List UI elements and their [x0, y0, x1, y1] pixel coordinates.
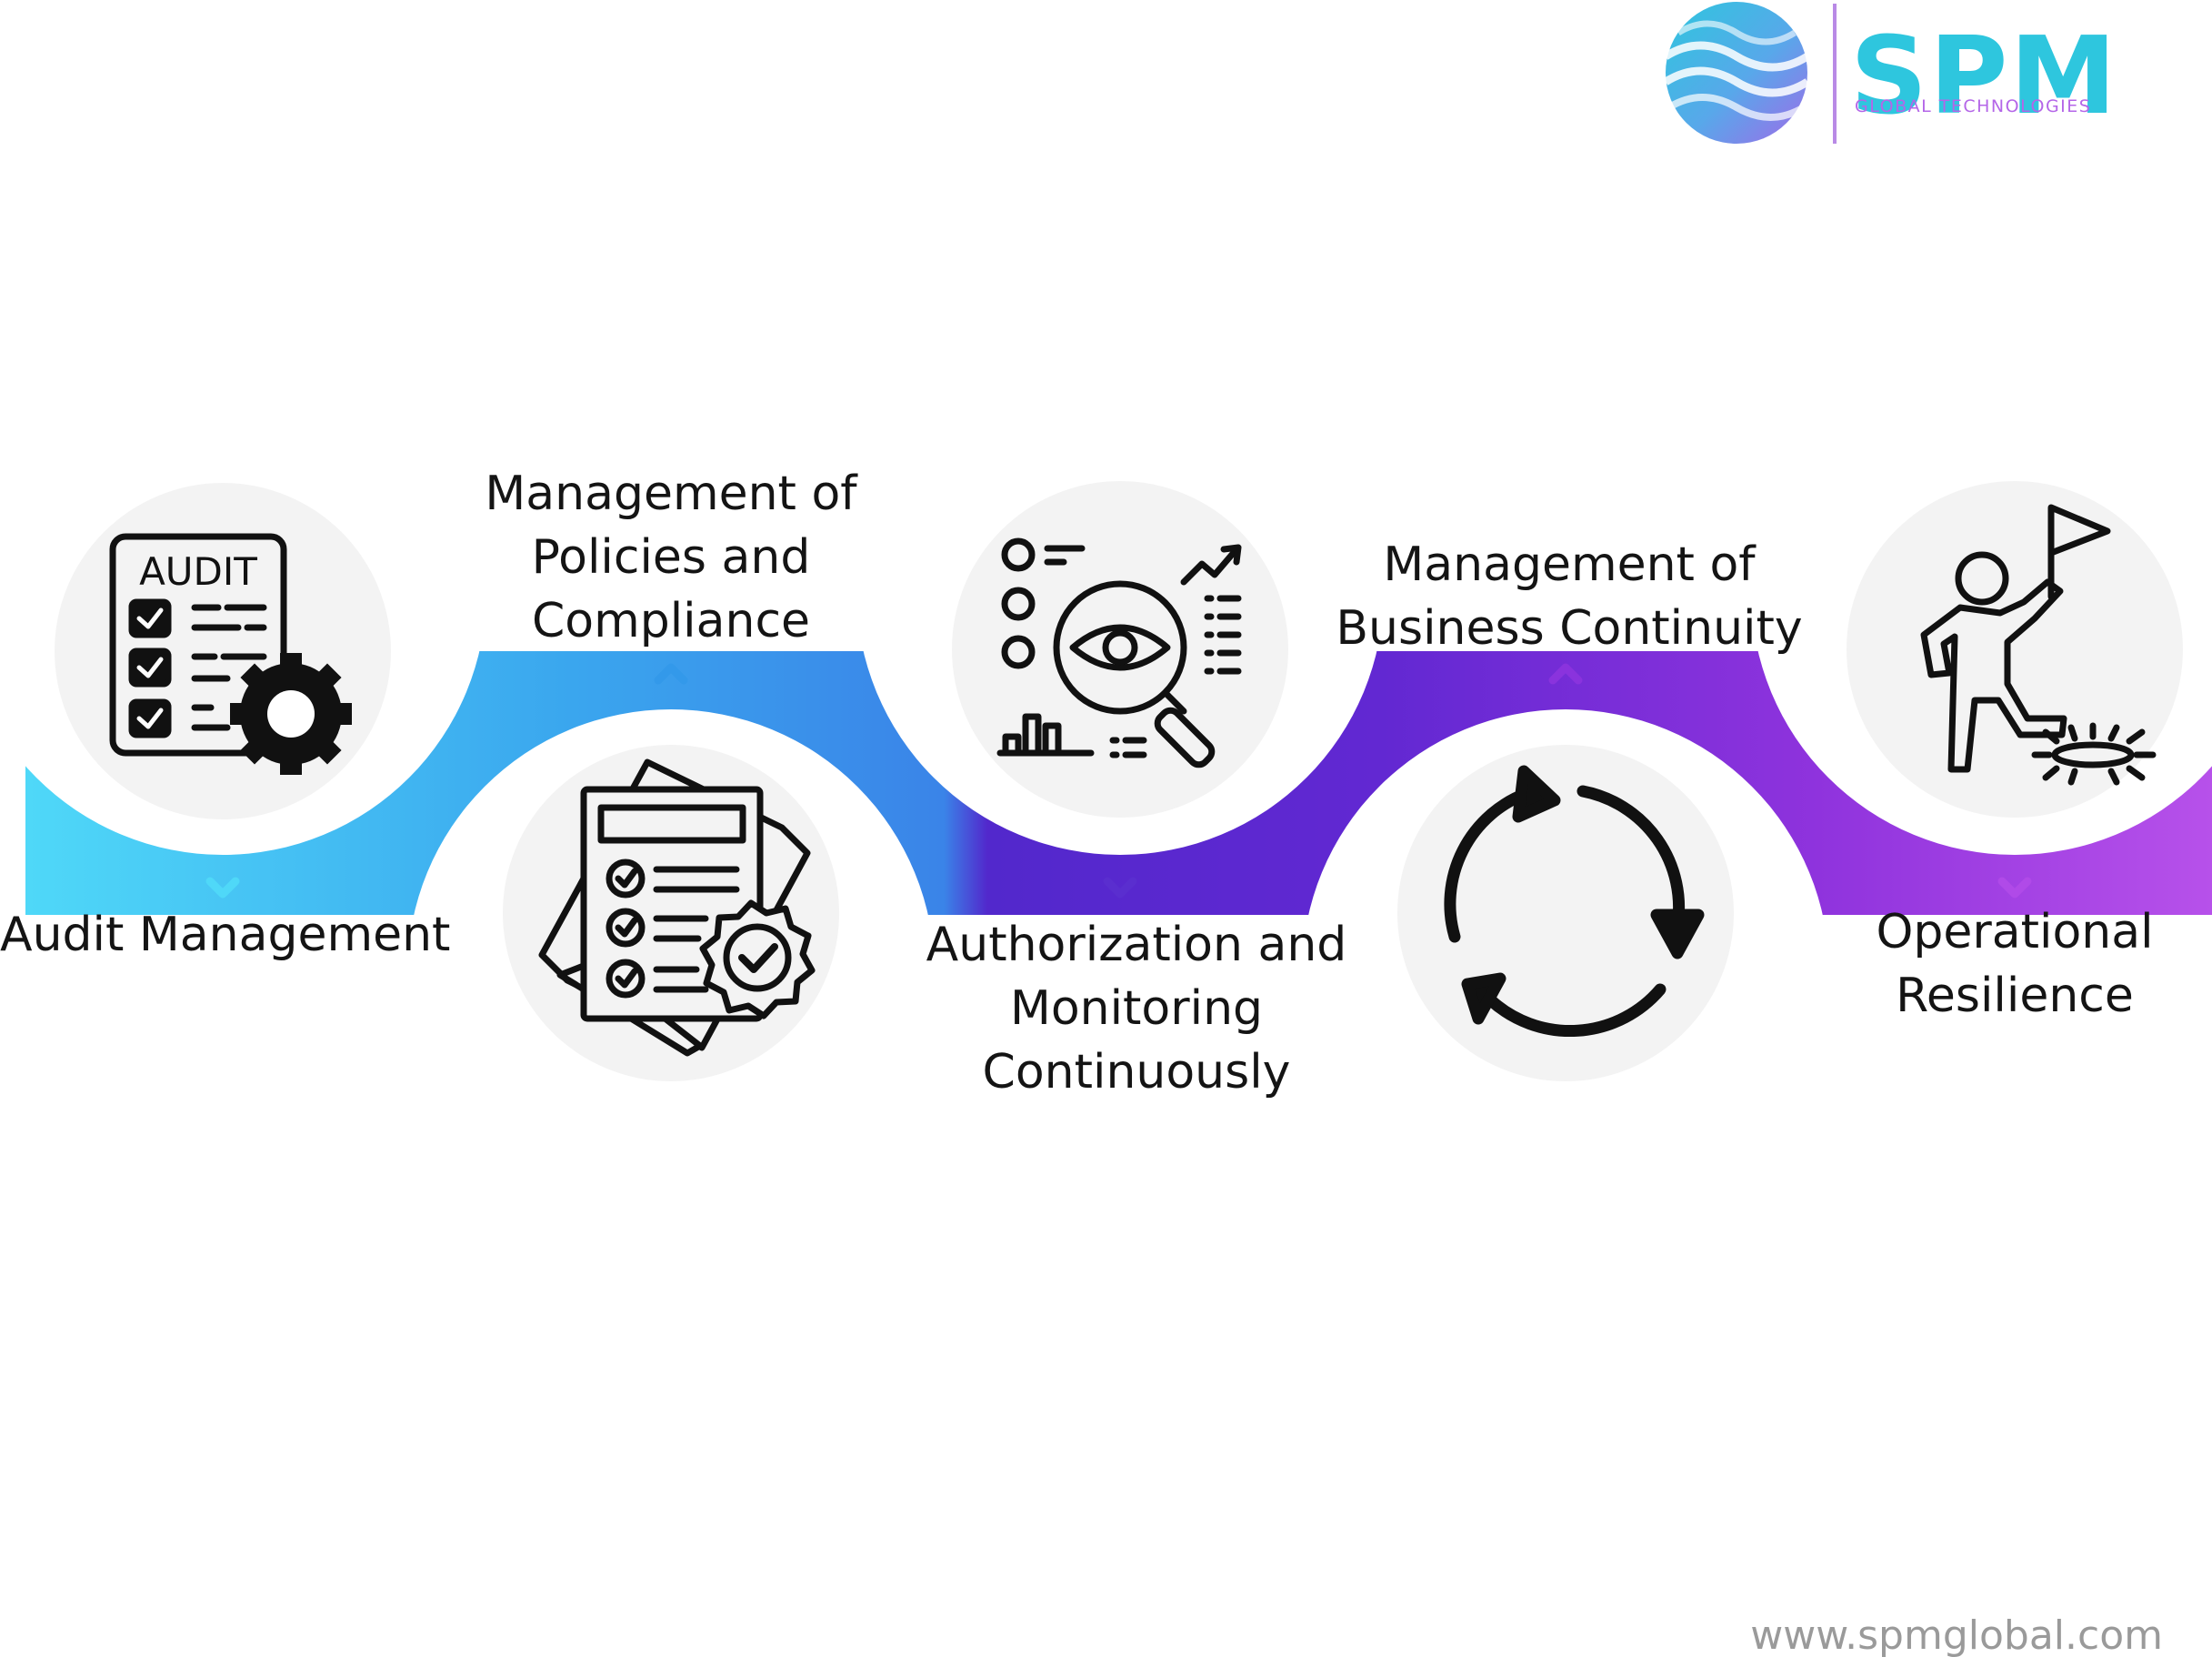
label-line: Business Continuity: [1336, 601, 1803, 656]
label-line: Monitoring: [1009, 981, 1264, 1036]
globe-wave-logo-icon: [1663, 2, 1810, 144]
step-label-operational-resilience: Operational Resilience: [1824, 900, 2206, 1028]
chevron-down-icon: [205, 877, 240, 899]
label-line: Management of: [485, 467, 857, 521]
label-line: Resilience: [1896, 969, 2134, 1023]
monitoring-magnifier-eye-icon: [996, 537, 1242, 768]
step-circle-resilience: [1847, 481, 2183, 818]
svg-text:AUDIT: AUDIT: [139, 549, 257, 594]
label-line: Continuously: [982, 1045, 1291, 1100]
step-label-business-continuity: Management of Business Continuity: [1315, 533, 1824, 660]
cycle-arrows-icon: [1444, 765, 1705, 1038]
chevron-up-icon: [1548, 663, 1583, 685]
label-line: Policies and: [531, 530, 811, 585]
brand-tagline: GLOBAL TECHNOLOGIES: [1855, 96, 2092, 116]
step-label-policies-compliance: Management of Policies and Compliance: [435, 462, 907, 653]
chevron-down-icon: [1103, 877, 1137, 899]
website-url[interactable]: www.spmglobal.com: [1750, 1612, 2163, 1659]
brand-wordmark: SPM: [1850, 13, 2118, 138]
label-line: Compliance: [531, 594, 811, 648]
chevron-down-icon: [1997, 877, 2032, 899]
chevrons: [205, 663, 2032, 899]
step-label-authorization-monitoring: Authorization and Monitoring Continuousl…: [891, 913, 1382, 1104]
step-label-audit-management: Audit Management: [0, 903, 451, 967]
label-line: Audit Management: [0, 908, 451, 962]
chevron-up-icon: [654, 663, 688, 685]
label-line: Management of: [1383, 537, 1756, 592]
climber-flag-icon: [1920, 504, 2157, 786]
label-line: Operational: [1876, 905, 2154, 959]
compliance-documents-badge-icon: [538, 758, 816, 1057]
label-line: Authorization and: [926, 918, 1347, 972]
audit-checklist-gear-icon: AUDIT: [109, 533, 352, 775]
